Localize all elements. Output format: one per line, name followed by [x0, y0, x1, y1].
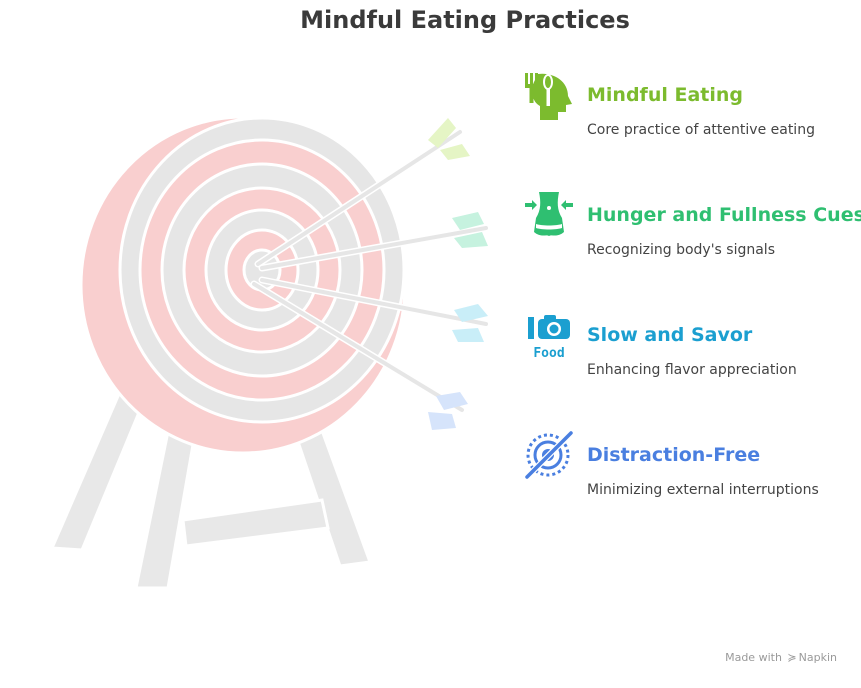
head-utensils-icon — [525, 73, 572, 120]
practice-heading: Hunger and Fullness Cues — [587, 204, 861, 226]
practice-hunger-fullness: Hunger and Fullness Cues Recognizing bod… — [524, 190, 861, 280]
practice-description: Minimizing external interruptions — [587, 482, 819, 498]
svg-text:Food: Food — [533, 346, 564, 360]
practice-mindful-eating: Mindful Eating Core practice of attentiv… — [524, 70, 861, 160]
practice-description: Core practice of attentive eating — [587, 122, 815, 138]
practice-slow-savor: Food Slow and Savor Enhancing flavor app… — [524, 310, 861, 400]
footer-brand: Napkin — [798, 651, 837, 664]
waist-icon — [525, 192, 573, 236]
practice-heading: Mindful Eating — [587, 84, 743, 106]
practice-description: Recognizing body's signals — [587, 242, 775, 258]
made-with-footer: Made with ≽Napkin — [725, 651, 837, 664]
target-stand — [49, 378, 373, 590]
arrow-1 — [254, 118, 470, 268]
no-distraction-icon — [524, 430, 574, 480]
napkin-logo-icon: ≽ — [787, 651, 797, 664]
food-camera-icon: Food — [528, 315, 570, 360]
practice-distraction-free: Distraction-Free Minimizing external int… — [524, 430, 861, 520]
arrow-2 — [258, 212, 490, 272]
practice-heading: Distraction-Free — [587, 444, 761, 466]
arrow-3 — [258, 276, 490, 342]
practice-heading: Slow and Savor — [587, 324, 753, 346]
page-title: Mindful Eating Practices — [300, 6, 630, 34]
arrow-4 — [250, 280, 468, 430]
practice-description: Enhancing flavor appreciation — [587, 362, 797, 378]
archery-target-illustration — [49, 117, 490, 590]
footer-prefix: Made with — [725, 651, 782, 664]
